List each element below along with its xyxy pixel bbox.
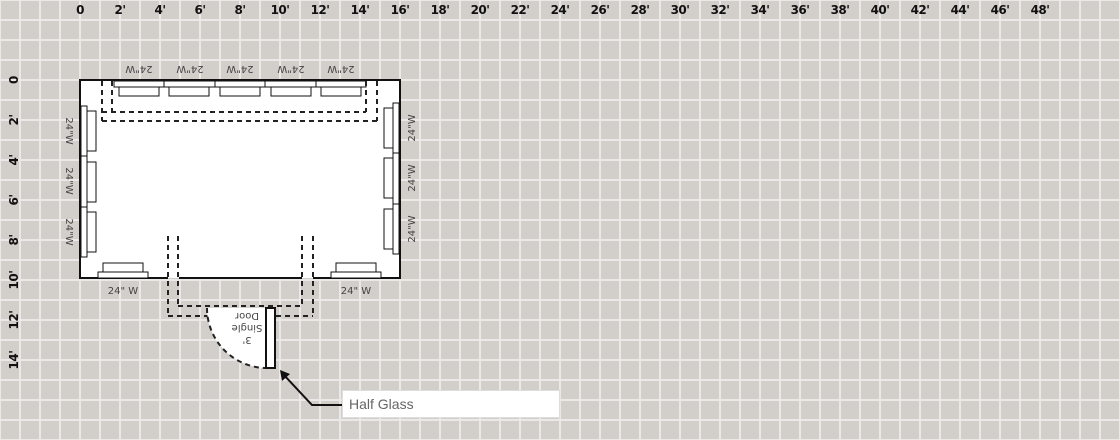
right-wall-panels [383, 102, 400, 255]
top-panel-5[interactable] [315, 80, 367, 88]
svg-text:24"W: 24"W [407, 114, 418, 141]
x-tick-label: 48' [1030, 3, 1050, 17]
svg-text:24"W: 24"W [277, 63, 304, 74]
svg-text:24"W: 24"W [63, 117, 74, 144]
x-tick-label: 20' [470, 3, 490, 17]
door-swing-arc-line [206, 307, 267, 369]
room-floor[interactable] [81, 81, 399, 278]
svg-text:24"W: 24"W [176, 63, 203, 74]
right-panel-2[interactable] [392, 152, 400, 205]
bottom-left-panel[interactable] [97, 271, 149, 279]
door-swing-arc [207, 308, 266, 368]
top-panel-3[interactable] [214, 80, 266, 88]
door-label-type: Single [232, 322, 263, 333]
left-panel-labels: 24"W 24"W 24"W [63, 117, 74, 245]
door-leaf[interactable] [265, 307, 276, 369]
x-tick-label: 12' [310, 3, 330, 17]
callout-arrow [282, 373, 342, 406]
x-tick-label: 40' [870, 3, 890, 17]
single-door[interactable]: 3' Single Door [206, 307, 276, 369]
svg-text:24"W: 24"W [327, 63, 354, 74]
half-glass-callout[interactable]: Half Glass [342, 390, 560, 418]
x-tick-label: 32' [710, 3, 730, 17]
x-tick-label: 46' [990, 3, 1010, 17]
x-tick-label: 30' [670, 3, 690, 17]
svg-text:24"W: 24"W [407, 215, 418, 242]
x-tick-label: 34' [750, 3, 770, 17]
left-wall-panels [80, 105, 97, 258]
top-panel-1[interactable] [113, 80, 165, 88]
top-panel-labels: 24"W 24"W 24"W 24"W 24"W [125, 63, 354, 74]
top-panel-2[interactable] [163, 80, 216, 88]
x-tick-label: 8' [234, 3, 246, 17]
svg-text:24"W: 24"W [63, 167, 74, 194]
top-panel-4[interactable] [264, 80, 317, 88]
x-tick-label: 26' [590, 3, 610, 17]
left-panel-3[interactable] [80, 206, 88, 258]
room-walls [79, 79, 401, 279]
bottom-right-panel[interactable] [330, 271, 382, 279]
callout-text: Half Glass [349, 396, 414, 412]
x-tick-label: 44' [950, 3, 970, 17]
x-tick-label: 10' [270, 3, 290, 17]
dashed-outline-top [101, 81, 378, 122]
svg-text:24"W: 24"W [63, 218, 74, 245]
door-label-size: 3' [242, 334, 251, 345]
svg-text:24"W: 24"W [125, 63, 152, 74]
arrow-head-icon [280, 370, 290, 381]
right-panel-1[interactable] [392, 102, 400, 154]
x-tick-label: 24' [550, 3, 570, 17]
bottom-right-panel-label: 24" W [341, 286, 372, 297]
left-panel-2[interactable] [80, 155, 88, 208]
bottom-wall-panels [97, 262, 382, 279]
door-label-door: Door [234, 310, 259, 321]
x-tick-label: 2' [114, 3, 126, 17]
x-tick-label: 38' [830, 3, 850, 17]
x-tick-label: 22' [510, 3, 530, 17]
x-tick-label: 28' [630, 3, 650, 17]
x-tick-label: 36' [790, 3, 810, 17]
x-tick-label: 16' [390, 3, 410, 17]
right-panel-labels: 24"W 24"W 24"W [407, 114, 418, 242]
top-wall-panels [113, 80, 367, 97]
x-tick-label: 42' [910, 3, 930, 17]
bottom-left-panel-label: 24" W [108, 286, 139, 297]
x-tick-label: 4' [154, 3, 166, 17]
right-panel-3[interactable] [392, 203, 400, 255]
svg-text:24"W: 24"W [226, 63, 253, 74]
x-tick-label: 14' [350, 3, 370, 17]
x-tick-label: 0 [76, 3, 84, 17]
left-panel-1[interactable] [80, 105, 88, 157]
svg-text:24"W: 24"W [407, 164, 418, 191]
x-tick-label: 18' [430, 3, 450, 17]
x-tick-label: 6' [194, 3, 206, 17]
